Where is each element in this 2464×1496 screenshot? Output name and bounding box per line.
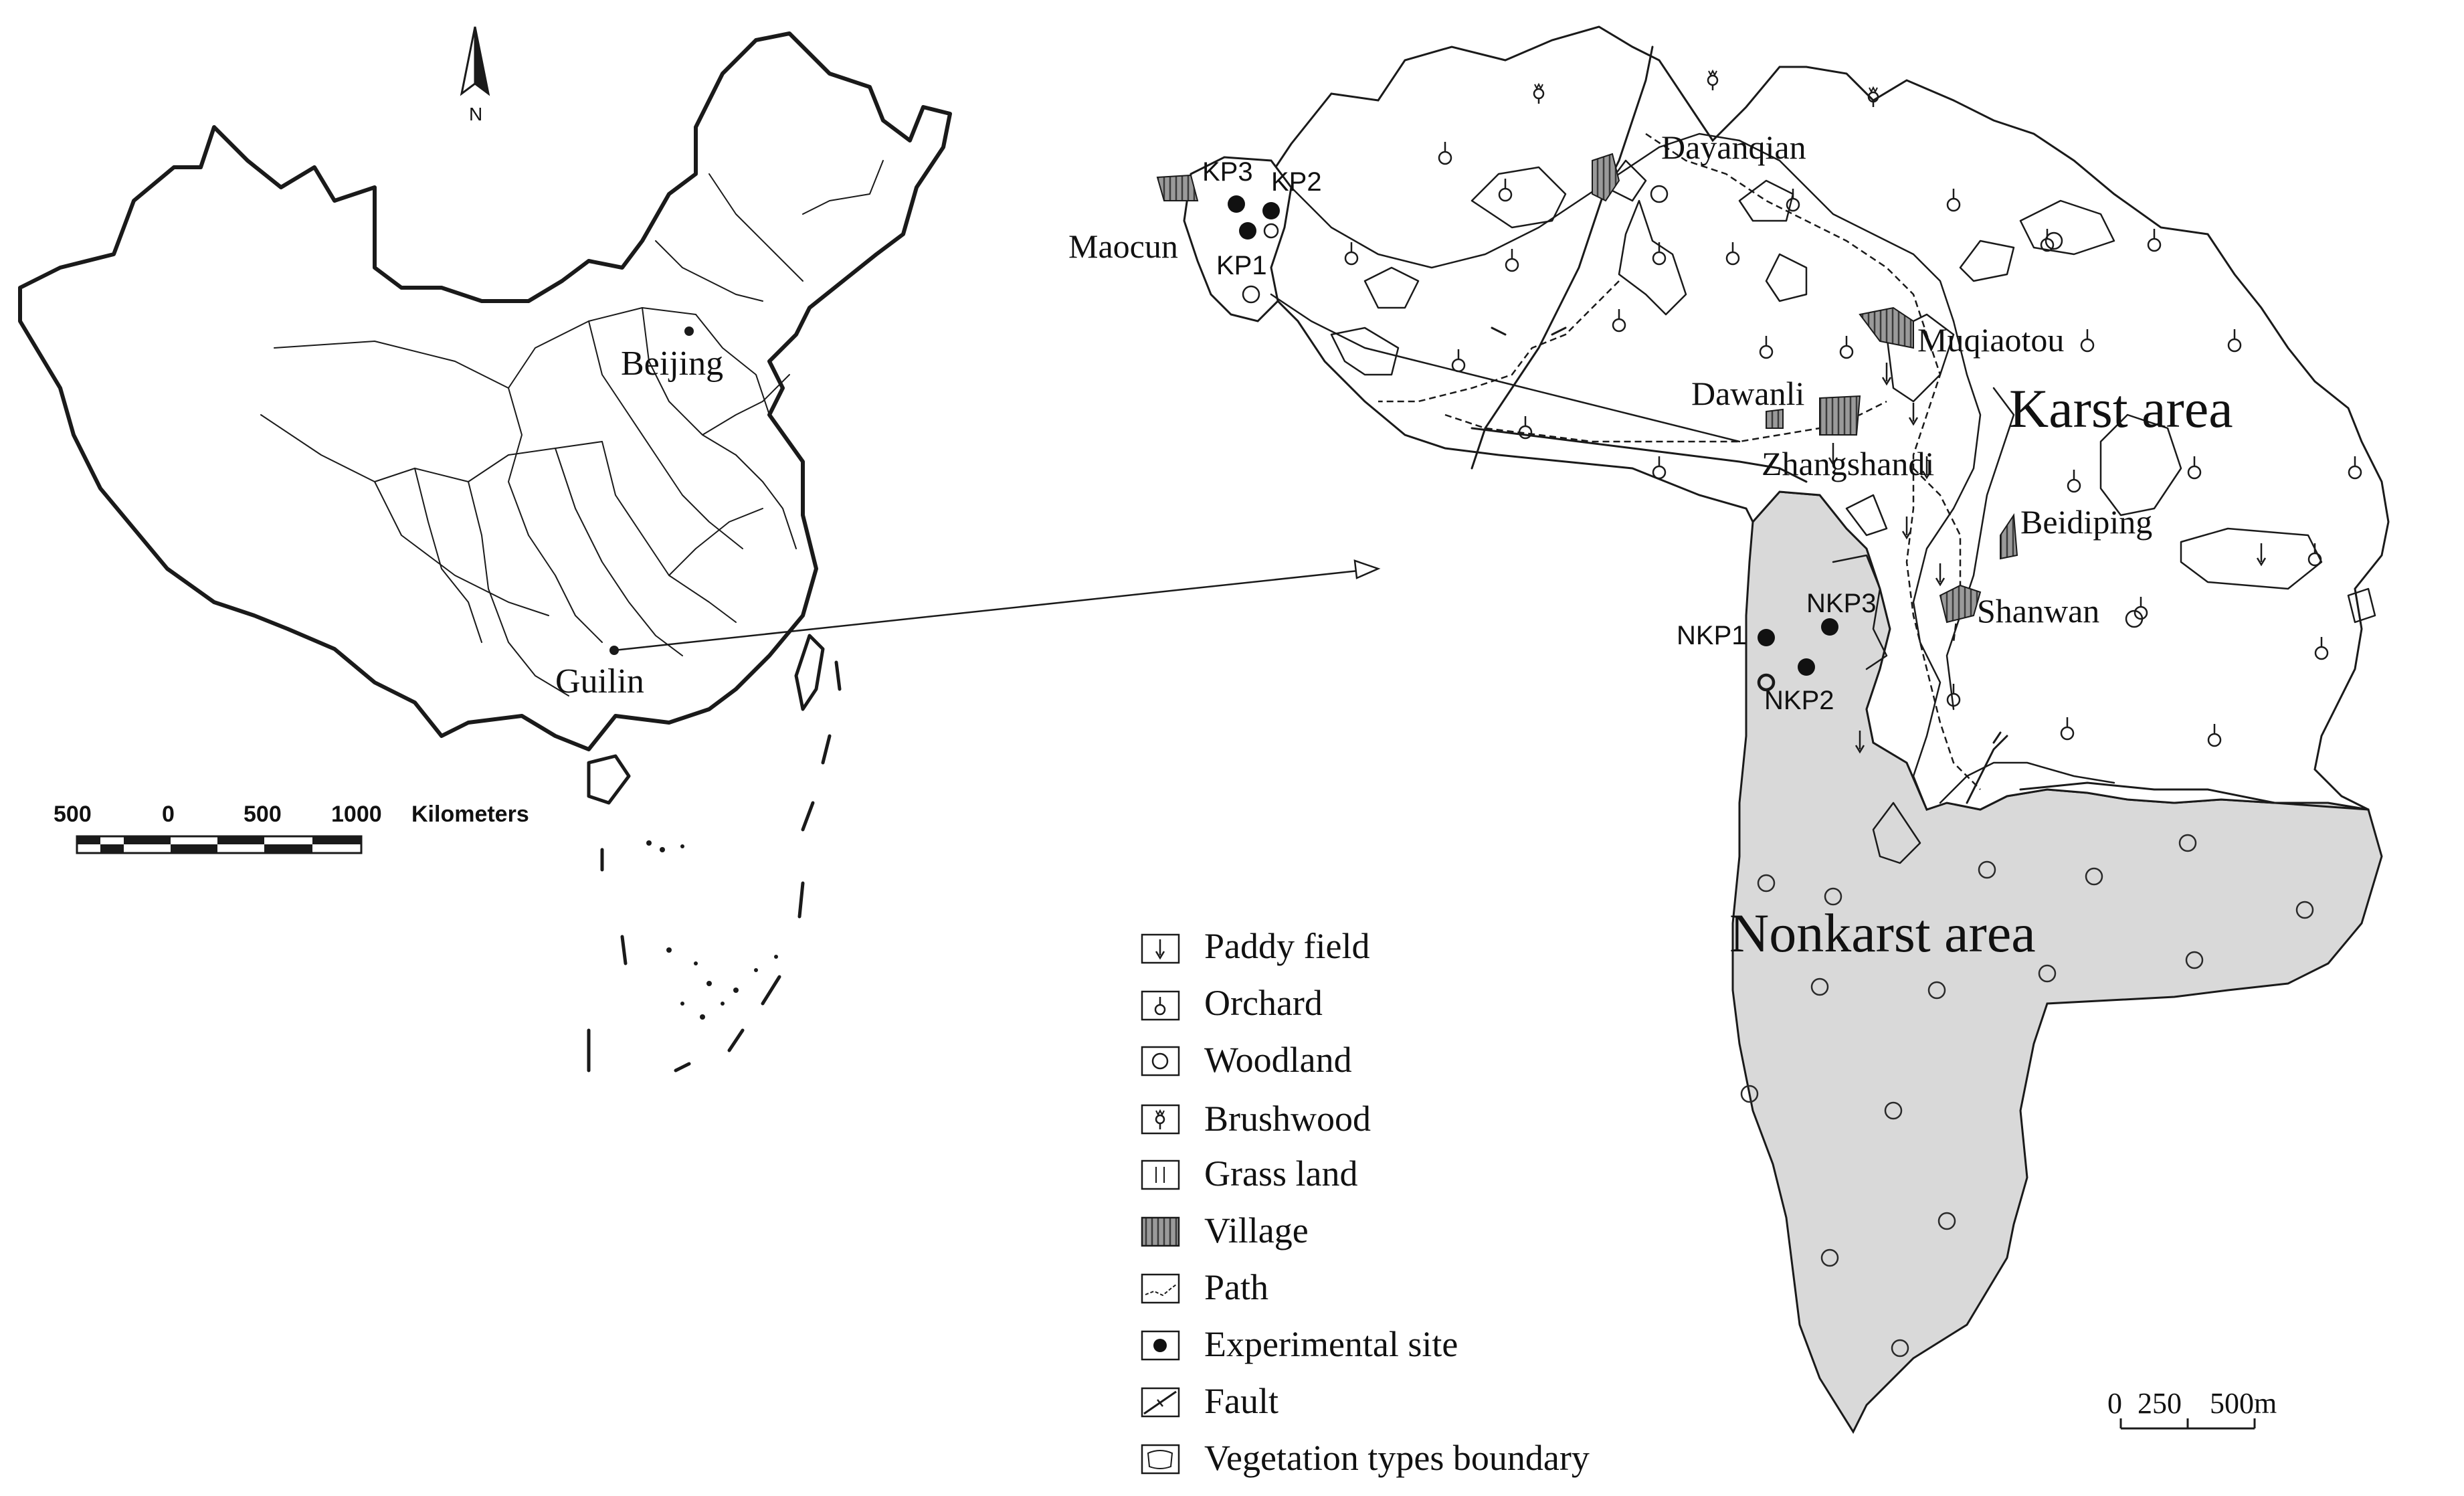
- china-scale-tick-0: 0: [162, 802, 175, 827]
- village-label-beidiping: Beidiping: [2020, 503, 2152, 541]
- site-dot-nkp1: [1758, 629, 1775, 646]
- site-label-nkp1: NKP1: [1677, 621, 1747, 650]
- grass-land-symbol-icon: [1141, 1159, 1180, 1190]
- legend-item-brushwood: Brushwood: [1141, 1099, 1371, 1139]
- village-patch-shanwan: [1939, 584, 1982, 624]
- legend-label-fault: Fault: [1204, 1381, 1278, 1421]
- legend-label-village: Village: [1204, 1210, 1309, 1250]
- path-dashed-symbol-icon: [1141, 1273, 1180, 1304]
- legend-item-vegetation-boundary: Vegetation types boundary: [1141, 1438, 1590, 1478]
- legend-item-grass-land: Grass land: [1141, 1153, 1357, 1194]
- china-overview-map: N Beijing Guilin 500 0 500 1000 Kilomete…: [18, 26, 1381, 1072]
- village-patch-beidiping: [2000, 513, 2018, 560]
- village-patch-dayanqian: [1592, 153, 1620, 202]
- karst-region: [1236, 25, 2390, 811]
- legend-label-vegetation-boundary: Vegetation types boundary: [1204, 1438, 1590, 1478]
- nine-dash-line: [587, 660, 842, 1072]
- study-scale-tick-0: 0: [2107, 1387, 2122, 1420]
- legend-label-brushwood: Brushwood: [1204, 1099, 1371, 1139]
- china-scale-tick-500-left: 500: [54, 802, 92, 827]
- legend-label-experimental-site: Experimental site: [1204, 1324, 1458, 1364]
- study-area-map: KP3 KP2 KP1 NKP3 NKP1 NKP2 Maocun Dayanq…: [1068, 25, 2390, 1434]
- legend-item-village: Village: [1141, 1210, 1309, 1250]
- south-china-sea-islands: [646, 840, 778, 1020]
- taiwan-island: [794, 634, 825, 711]
- site-dot-nkp2: [1798, 658, 1815, 676]
- site-label-nkp3: NKP3: [1806, 589, 1877, 618]
- vegetation-boundaries: [1270, 132, 2376, 864]
- woodland-symbol-icon: [1141, 1046, 1180, 1077]
- village-patch-zhangshandi: [1819, 395, 1861, 436]
- north-arrow-icon: N: [460, 26, 490, 124]
- province-boundaries: [260, 160, 884, 696]
- village-label-maocun: Maocun: [1068, 227, 1178, 265]
- region-label-karst: Karst area: [2009, 378, 2233, 439]
- legend-label-path: Path: [1204, 1267, 1268, 1307]
- legend-item-path: Path: [1141, 1267, 1268, 1307]
- legend-item-woodland: Woodland: [1141, 1040, 1352, 1080]
- city-label-guilin: Guilin: [555, 662, 644, 700]
- village-hatch-symbol-icon: [1141, 1216, 1180, 1247]
- beijing-star-icon: [684, 326, 694, 336]
- site-label-kp2: KP2: [1271, 167, 1322, 197]
- village-label-zhangshandi: Zhangshandi: [1762, 445, 1934, 482]
- experimental-sites: [1228, 195, 1838, 690]
- study-scale-tick-500m: 500m: [2210, 1387, 2277, 1420]
- location-leader-arrow: [613, 559, 1381, 652]
- legend-label-grass-land: Grass land: [1204, 1153, 1357, 1194]
- china-scale-unit: Kilometers: [411, 802, 529, 827]
- site-dot-nkp3: [1821, 618, 1838, 636]
- legend-label-paddy-field: Paddy field: [1204, 926, 1369, 966]
- fault-lines: [1471, 45, 2370, 811]
- china-scale-tick-500-right: 500: [244, 802, 282, 827]
- site-label-kp3: KP3: [1202, 157, 1253, 187]
- legend-item-fault: Fault: [1141, 1381, 1278, 1421]
- study-scale-bar: 0 250 500m: [2107, 1387, 2277, 1430]
- village-patch-muqiaotou: [1859, 306, 1914, 349]
- site-label-nkp2: NKP2: [1764, 686, 1834, 715]
- legend-label-woodland: Woodland: [1204, 1040, 1352, 1080]
- china-scale-tick-1000: 1000: [331, 802, 382, 827]
- village-patches: [1156, 153, 2018, 624]
- village-patch-dawanli: [1766, 408, 1784, 429]
- china-scale-bar: 500 0 500 1000 Kilometers: [54, 802, 529, 854]
- study-scale-tick-250: 250: [2138, 1387, 2182, 1420]
- village-label-shanwan: Shanwan: [1977, 592, 2099, 630]
- site-dot-kp2: [1262, 202, 1280, 219]
- city-label-beijing: Beijing: [621, 345, 723, 383]
- legend-item-paddy-field: Paddy field: [1141, 926, 1369, 966]
- village-patch-maocun: [1156, 174, 1199, 201]
- legend-item-experimental-site: Experimental site: [1141, 1324, 1458, 1364]
- site-label-kp1: KP1: [1216, 251, 1267, 280]
- north-label: N: [469, 104, 482, 124]
- village-label-dawanli: Dawanli: [1691, 375, 1804, 412]
- map-legend: Paddy field Orchard Woodland Brushwood: [1141, 926, 1590, 1478]
- site-dot-kp3: [1228, 195, 1245, 213]
- hainan-island: [587, 754, 631, 805]
- site-dot-kp1: [1239, 222, 1256, 240]
- village-label-dayanqian: Dayanqian: [1661, 128, 1806, 166]
- village-label-muqiaotou: Muqiaotou: [1917, 321, 2064, 359]
- maocun-lobe: [1183, 156, 1293, 322]
- region-label-nonkarst: Nonkarst area: [1729, 903, 2036, 963]
- legend-label-orchard: Orchard: [1204, 983, 1323, 1023]
- legend-item-orchard: Orchard: [1141, 983, 1323, 1023]
- china-outline: [18, 31, 952, 751]
